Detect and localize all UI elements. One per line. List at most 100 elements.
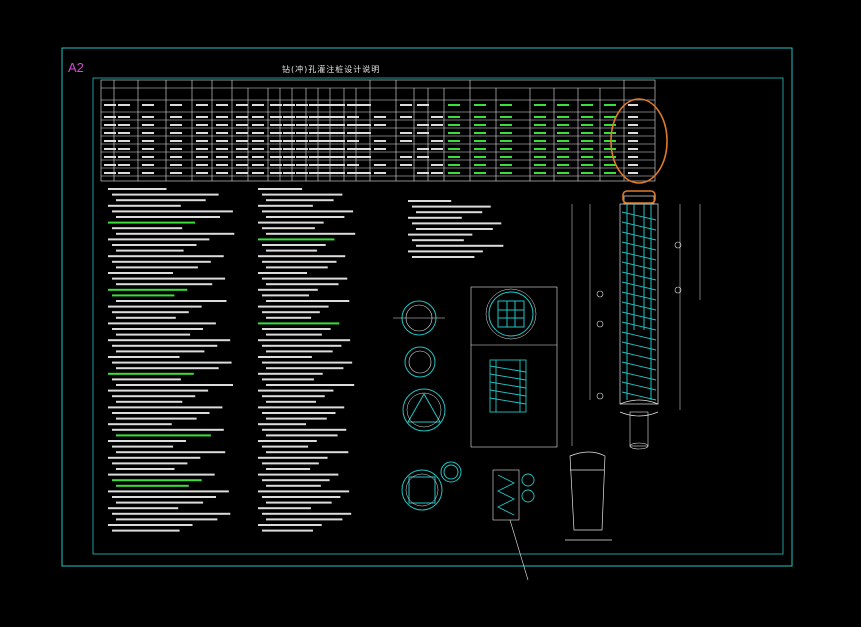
table-cell-mark [142,164,154,166]
table-cell-mark [604,164,616,166]
table-cell-mark [333,148,345,150]
table-cell-mark [417,104,429,106]
table-cell-mark [333,132,345,134]
spiral-stirrup-segment [621,221,657,231]
table-cell-mark [534,140,546,142]
table-cell-mark [500,172,512,174]
note-text-line [112,210,233,213]
table-cell-mark [104,164,116,166]
note-text-line [266,316,312,319]
spiral-stirrup-segment [621,381,657,391]
table-cell-mark [474,172,486,174]
table-cell-mark [196,132,208,134]
table-cell-mark [216,172,228,174]
table-cell-mark [296,116,308,118]
table-cell-mark [500,140,512,142]
table-cell-mark [216,148,228,150]
table-cell-mark [581,124,593,126]
table-cell-mark [170,104,182,106]
table-cell-mark [283,140,295,142]
table-cell-mark [333,116,345,118]
note-text-line [258,524,322,526]
table-cell-mark [252,148,264,150]
note-text-line [116,501,204,504]
table-cell-mark [359,148,371,150]
section-grid-circle [485,288,537,340]
table-cell-mark [557,132,569,134]
table-cell-mark [252,132,264,134]
table-cell-mark [581,148,593,150]
table-cell-marks [104,104,638,174]
table-cell-mark [400,140,412,142]
table-cell-mark [270,132,282,134]
note-text-line [112,529,180,532]
table-cell-mark [628,148,638,150]
note-text-line [112,260,211,263]
table-cell-mark [448,172,460,174]
note-text-line [266,232,356,235]
table-cell-mark [448,148,460,150]
table-cell-mark [374,124,386,126]
note-text-line [258,440,317,442]
table-cell-mark [309,132,321,134]
note-text-line [412,205,491,208]
table-cell-mark [347,164,359,166]
note-text-line [266,434,338,437]
note-text-line [262,294,310,297]
note-text-line [112,395,196,398]
table-cell-mark [252,124,264,126]
table-cell-mark [283,172,295,174]
review-box-annotation [622,190,656,204]
table-cell-mark [321,148,333,150]
table-cell-mark [142,116,154,118]
note-text-line [112,344,218,347]
note-text-line [266,216,345,218]
table-cell-mark [170,156,182,158]
note-text-line [412,239,464,242]
table-cell-mark [321,172,333,174]
note-text-line [258,423,307,426]
note-text-line [112,244,197,246]
note-text-line [258,473,339,476]
note-text-line [262,378,314,381]
note-text-line [412,222,502,225]
note-text-line [108,372,194,375]
table-cell-mark [236,104,248,106]
note-text-line [258,204,313,207]
table-cell-mark [283,116,295,118]
table-cell-mark [283,164,295,166]
design-notes-right [408,200,504,258]
table-cell-mark [448,116,460,118]
note-text-line [262,227,315,230]
table-cell-mark [104,104,116,106]
note-text-line [262,529,313,532]
note-text-line [116,333,191,336]
note-text-line [116,350,205,353]
table-cell-mark [400,132,412,134]
note-text-line [116,484,189,487]
note-text-line [116,300,227,302]
table-cell-mark [216,164,228,166]
note-text-line [108,423,172,426]
table-cell-mark [374,148,386,150]
note-text-line [108,389,209,392]
table-cell-mark [118,140,130,142]
note-text-line [112,361,232,364]
table-cell-mark [309,164,321,166]
spiral-stirrup-segment [621,331,657,341]
table-cell-mark [347,172,359,174]
note-text-line [266,350,333,353]
table-cell-mark [604,116,616,118]
note-text-line [112,479,202,482]
table-cell-mark [170,172,182,174]
table-cell-mark [500,132,512,134]
review-circle-annotation [610,98,668,184]
table-cell-mark [321,156,333,158]
table-cell-mark [359,124,371,126]
table-cell-mark [309,116,321,118]
table-cell-mark [296,124,308,126]
table-cell-mark [252,104,264,106]
table-cell-mark [104,140,116,142]
note-text-line [262,193,343,196]
table-cell-mark [333,164,345,166]
